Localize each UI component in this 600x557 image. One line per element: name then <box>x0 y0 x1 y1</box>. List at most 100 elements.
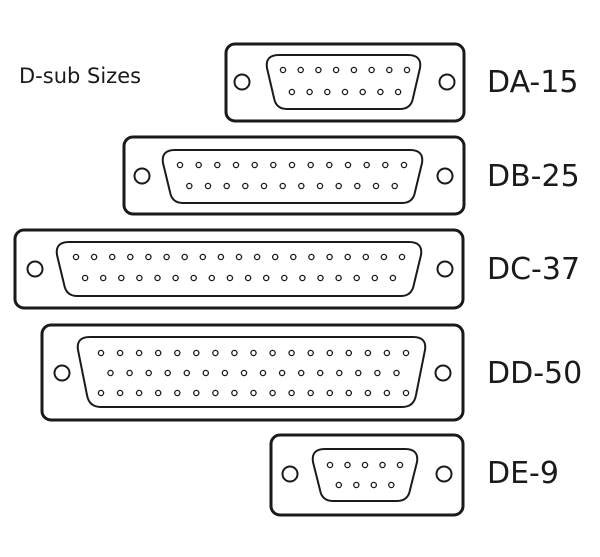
pin <box>394 88 402 96</box>
mounting-hole-left <box>233 73 251 91</box>
pin <box>372 182 380 190</box>
pin <box>181 253 188 261</box>
pin <box>271 253 279 261</box>
pin <box>324 88 331 96</box>
mounting-hole-right <box>436 260 454 278</box>
pin <box>217 253 225 261</box>
pin <box>386 66 393 74</box>
pin <box>402 349 410 357</box>
pin <box>297 369 305 377</box>
pin <box>193 389 200 397</box>
pin <box>108 253 116 261</box>
mounting-hole-left <box>133 167 151 185</box>
pin <box>288 161 296 169</box>
pin <box>307 161 314 169</box>
pin <box>270 161 277 169</box>
pin <box>307 349 314 357</box>
pin <box>335 481 343 489</box>
pin <box>81 274 89 282</box>
pin <box>393 369 400 377</box>
pin <box>345 349 353 357</box>
pin <box>240 369 248 377</box>
pin <box>290 253 297 261</box>
connector-label: DB-25 <box>487 159 580 194</box>
pin <box>288 349 295 357</box>
pin <box>389 274 397 282</box>
pin <box>116 389 124 397</box>
mounting-hole-left <box>26 260 44 278</box>
pin <box>326 349 334 357</box>
pin <box>374 369 381 377</box>
pin <box>174 349 181 357</box>
connector-dc-37: DC-37 <box>13 228 580 310</box>
connector-da-15: DA-15 <box>224 42 578 123</box>
pin <box>288 389 295 397</box>
pin-shroud <box>311 448 419 502</box>
pin <box>396 461 404 469</box>
connector-shell <box>269 433 465 517</box>
pin <box>204 182 212 190</box>
pin <box>353 274 360 282</box>
pin <box>370 481 378 489</box>
pin <box>364 349 372 357</box>
pin <box>145 253 152 261</box>
pin <box>383 349 391 357</box>
pin <box>326 253 333 261</box>
pin <box>361 461 369 469</box>
pin-grid <box>279 66 411 96</box>
connector-shell <box>40 323 465 422</box>
mounting-hole-left <box>281 465 299 483</box>
pin <box>116 349 124 357</box>
pin <box>315 66 322 74</box>
pin <box>345 389 353 397</box>
pin <box>278 369 286 377</box>
pin <box>353 481 360 489</box>
pin-grid <box>176 161 408 190</box>
pin <box>145 369 152 377</box>
pin <box>388 481 395 489</box>
pin <box>344 253 351 261</box>
pin <box>269 389 276 397</box>
pin <box>199 253 207 261</box>
pin <box>186 182 193 190</box>
pin <box>326 389 334 397</box>
pin <box>371 274 379 282</box>
pin <box>231 349 238 357</box>
pin-shroud <box>76 336 427 408</box>
pin <box>332 66 340 74</box>
pin <box>355 369 362 377</box>
pin <box>307 389 314 397</box>
mounting-hole-left <box>53 364 71 382</box>
pin <box>250 349 257 357</box>
pin <box>154 274 161 282</box>
pin <box>326 161 333 169</box>
pin <box>174 389 181 397</box>
pin <box>335 182 342 190</box>
pin <box>403 66 411 74</box>
pin <box>251 161 258 169</box>
pin <box>316 182 324 190</box>
pin <box>154 389 162 397</box>
pin-shroud <box>55 241 423 297</box>
connector-shell <box>13 228 465 310</box>
pin <box>253 253 261 261</box>
mounting-hole-right <box>438 73 456 91</box>
pin <box>326 461 334 469</box>
mounting-hole-right <box>434 364 452 382</box>
pin-grid <box>97 349 410 397</box>
connector-de-9: DE-9 <box>269 433 559 517</box>
pin <box>259 369 267 377</box>
pin <box>212 389 219 397</box>
pin <box>154 349 162 357</box>
pin <box>97 389 105 397</box>
pin <box>90 253 98 261</box>
pin <box>118 274 125 282</box>
pin <box>163 253 170 261</box>
pin <box>126 369 133 377</box>
pin <box>214 161 221 169</box>
connector-label: DC-37 <box>487 252 580 287</box>
pin <box>298 182 305 190</box>
pin <box>341 88 349 96</box>
pin <box>232 161 240 169</box>
